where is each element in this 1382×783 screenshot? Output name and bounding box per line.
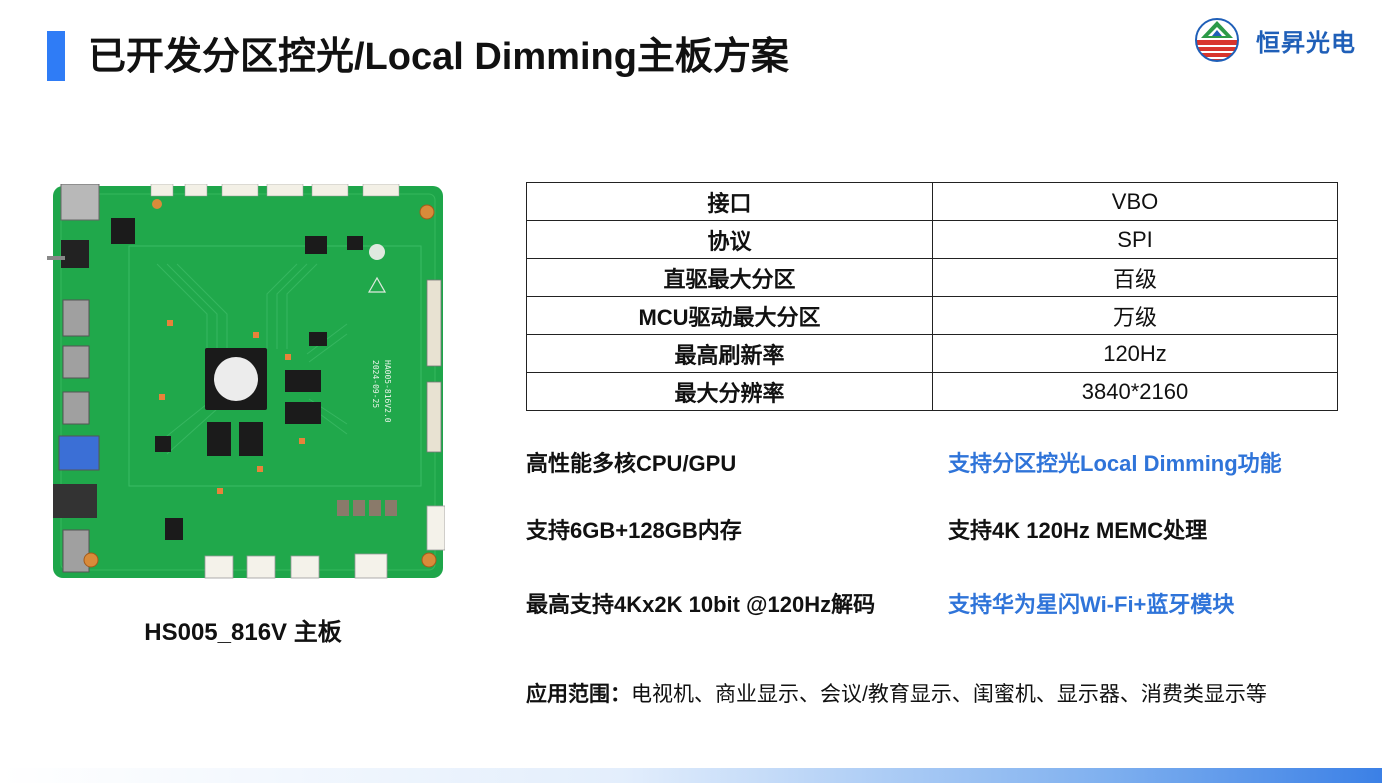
board-caption: HS005_816V 主板 xyxy=(144,619,342,646)
footer-gradient-bar xyxy=(0,768,1382,783)
board-silkscreen-model: HA005-816V2.0 xyxy=(383,360,392,423)
feature-decode: 最高支持4Kx2K 10bit @120Hz解码 xyxy=(526,592,876,617)
feature-memory: 支持6GB+128GB内存 xyxy=(526,518,742,543)
spec-key: 直驱最大分区 xyxy=(526,258,933,297)
application-scope: 应用范围：电视机、商业显示、会议/教育显示、闺蜜机、显示器、消费类显示等 xyxy=(526,680,1267,710)
spec-key: 最高刷新率 xyxy=(526,334,933,373)
spec-value: 120Hz xyxy=(932,334,1338,373)
table-row: 最大分辨率 3840*2160 xyxy=(526,372,1338,411)
slide-title: 已开发分区控光/Local Dimming主板方案 xyxy=(88,36,789,78)
scope-label: 应用范围： xyxy=(526,683,631,706)
table-row: 接口 VBO xyxy=(526,182,1338,221)
title-accent-bar xyxy=(47,31,65,81)
spec-value: 万级 xyxy=(932,296,1338,335)
board-silkscreen-date: 2024-09-25 xyxy=(371,360,380,408)
triangle-striped-circle-logo-icon xyxy=(1195,18,1239,62)
scope-text: 电视机、商业显示、会议/教育显示、闺蜜机、显示器、消费类显示等 xyxy=(631,683,1267,706)
spec-key: 接口 xyxy=(526,182,933,221)
feature-cpu-gpu: 高性能多核CPU/GPU xyxy=(526,451,737,476)
pcb-board-image: HA005-816V2.0 2024-09-25 xyxy=(47,184,445,579)
company-name: 恒昇光电 xyxy=(1256,29,1356,57)
spec-value: VBO xyxy=(932,182,1338,221)
table-row: 协议 SPI xyxy=(526,220,1338,259)
feature-memc: 支持4K 120Hz MEMC处理 xyxy=(948,518,1208,543)
spec-table: 接口 VBO 协议 SPI 直驱最大分区 百级 MCU驱动最大分区 万级 最高刷… xyxy=(526,182,1338,411)
table-row: 最高刷新率 120Hz xyxy=(526,334,1338,373)
feature-local-dimming: 支持分区控光Local Dimming功能 xyxy=(948,451,1282,476)
spec-key: MCU驱动最大分区 xyxy=(526,296,933,335)
table-row: 直驱最大分区 百级 xyxy=(526,258,1338,297)
spec-value: 百级 xyxy=(932,258,1338,297)
spec-value: SPI xyxy=(932,220,1338,259)
spec-key: 最大分辨率 xyxy=(526,372,933,411)
company-logo: 恒昇光电 xyxy=(1195,16,1365,64)
spec-key: 协议 xyxy=(526,220,933,259)
spec-value: 3840*2160 xyxy=(932,372,1338,411)
feature-nearlink-wifi-bt: 支持华为星闪Wi-Fi+蓝牙模块 xyxy=(948,592,1235,617)
table-row: MCU驱动最大分区 万级 xyxy=(526,296,1338,335)
